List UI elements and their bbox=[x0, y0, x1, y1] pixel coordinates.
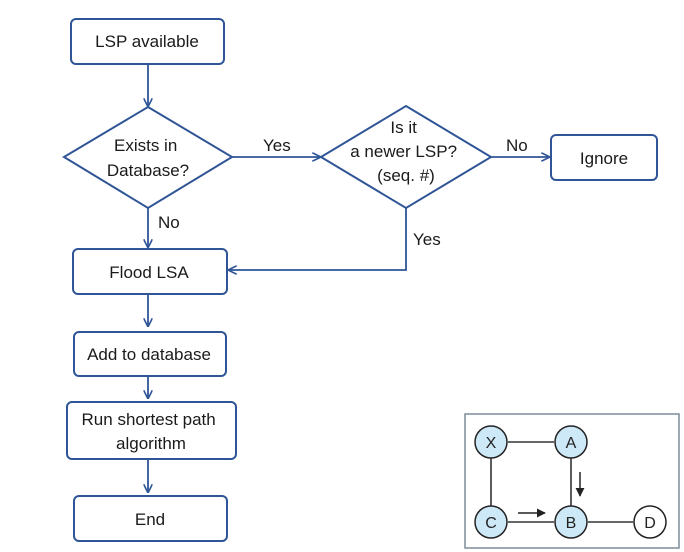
node-flood-lsa: Flood LSA bbox=[72, 248, 228, 295]
node-end: End bbox=[73, 495, 228, 542]
node-ignore: Ignore bbox=[550, 134, 658, 181]
node-flood-label: Flood LSA bbox=[109, 263, 189, 282]
inset-node-b-label: B bbox=[566, 515, 577, 532]
inset-node-x: X bbox=[474, 425, 508, 459]
node-end-label: End bbox=[135, 510, 165, 529]
label-newer-yes: Yes bbox=[413, 230, 441, 249]
inset-node-a-label: A bbox=[566, 435, 577, 452]
edge-labels: Yes No No Yes bbox=[158, 136, 528, 249]
network-inset: X A C B D bbox=[464, 413, 680, 549]
inset-node-c-label: C bbox=[485, 515, 497, 532]
node-lsp-available-label: LSP available bbox=[95, 32, 199, 51]
node-exists-in-database: Exists in Database? bbox=[62, 105, 234, 210]
node-run-label: Run shortest path algorithm bbox=[82, 410, 221, 453]
label-exists-no: No bbox=[158, 213, 180, 232]
inset-node-c: C bbox=[474, 505, 508, 539]
node-add-label: Add to database bbox=[87, 345, 211, 364]
edges bbox=[148, 64, 549, 492]
inset-node-x-label: X bbox=[486, 435, 497, 452]
edge-newer-yes-to-flood bbox=[229, 208, 407, 270]
inset-node-a: A bbox=[554, 425, 588, 459]
inset-node-b: B bbox=[554, 505, 588, 539]
node-newer-label: Is it a newer LSP? (seq. #) bbox=[350, 118, 462, 185]
node-lsp-available: LSP available bbox=[70, 18, 225, 65]
label-exists-yes: Yes bbox=[263, 136, 291, 155]
inset-node-d: D bbox=[633, 505, 667, 539]
node-run-shortest-path: Run shortest path algorithm bbox=[66, 401, 237, 460]
node-add-to-database: Add to database bbox=[73, 331, 227, 377]
node-newer-lsp: Is it a newer LSP? (seq. #) bbox=[319, 104, 493, 210]
node-exists-label: Exists in Database? bbox=[107, 136, 189, 180]
inset-node-d-label: D bbox=[644, 515, 656, 532]
node-ignore-label: Ignore bbox=[580, 149, 628, 168]
label-newer-no: No bbox=[506, 136, 528, 155]
